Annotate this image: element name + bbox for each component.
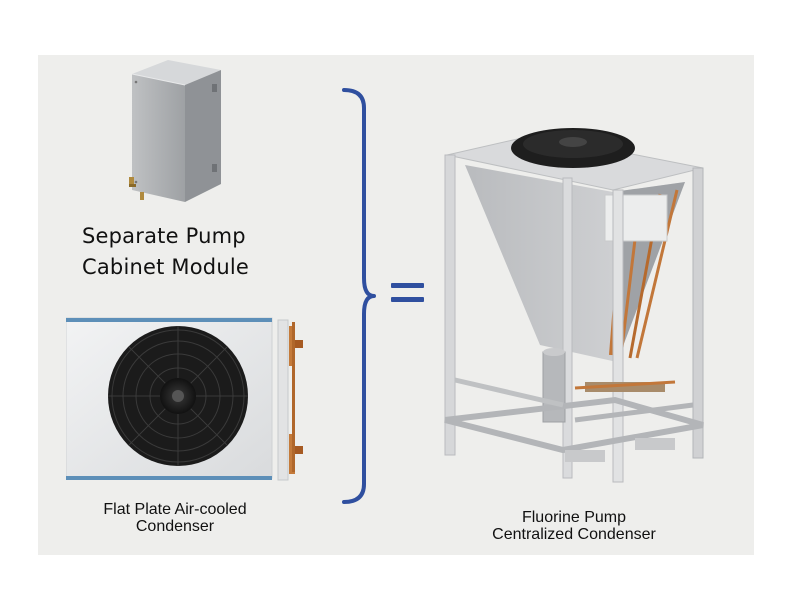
pump-cabinet-icon bbox=[129, 60, 221, 202]
flat-plate-label-line1: Flat Plate Air-cooled bbox=[103, 501, 247, 518]
pump-cabinet-label-line2: Cabinet Module bbox=[82, 255, 249, 279]
centralized-condenser-icon bbox=[444, 128, 704, 483]
flat-plate-condenser-icon bbox=[66, 317, 303, 481]
right-brace bbox=[342, 88, 376, 504]
pump-cabinet-label-line1: Separate Pump bbox=[82, 224, 246, 248]
centralized-label-line2: Centralized Condenser bbox=[492, 526, 656, 543]
equals-sign bbox=[391, 283, 424, 304]
flat-plate-label-line2: Condenser bbox=[135, 518, 215, 535]
centralized-label-line1: Fluorine Pump bbox=[521, 509, 627, 526]
